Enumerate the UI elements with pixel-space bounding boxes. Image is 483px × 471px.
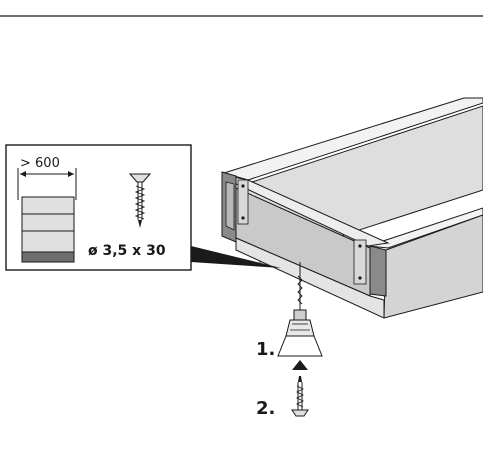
screw-spec-label: ø 3,5 x 30: [88, 243, 166, 259]
step-2-label: 2.: [256, 398, 275, 419]
cabinet-icon: [21, 196, 75, 263]
drawer-frame: [221, 97, 483, 319]
screw-icon: [128, 173, 152, 228]
right-end-block: [369, 245, 387, 297]
right-bracket: [353, 239, 367, 285]
screw-step-icon: [291, 376, 309, 417]
width-label: > 600: [20, 156, 60, 171]
left-bracket: [237, 179, 249, 225]
inset-box: > 600 ø 3,5 x 30: [5, 144, 281, 271]
callout-pointer: [191, 246, 281, 268]
step-1-label: 1.: [256, 339, 275, 360]
arrow-up-icon: [292, 360, 308, 370]
drill-icon: [277, 272, 323, 357]
